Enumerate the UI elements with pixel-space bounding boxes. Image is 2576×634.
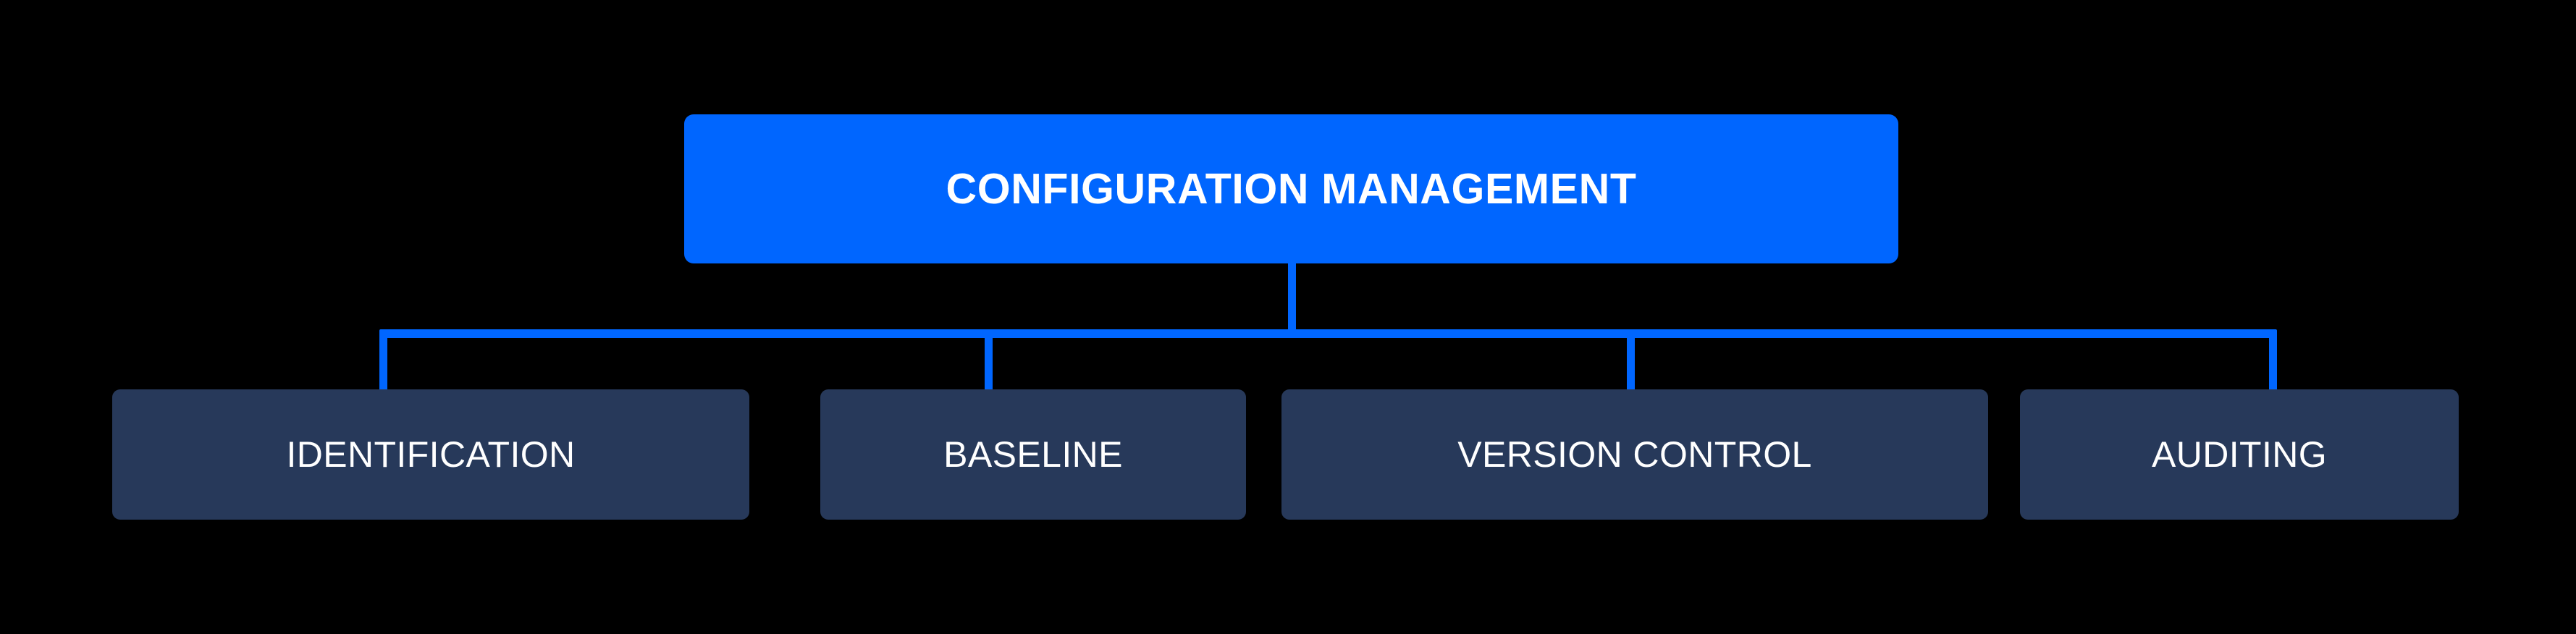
child-node-label: VERSION CONTROL — [1457, 434, 1812, 475]
child-node-version-control[interactable]: VERSION CONTROL — [1281, 389, 1988, 520]
connector-drop-version-control — [1627, 333, 1635, 392]
root-node-label: CONFIGURATION MANAGEMENT — [946, 164, 1637, 213]
child-node-identification[interactable]: IDENTIFICATION — [112, 389, 749, 520]
child-node-label: AUDITING — [2151, 434, 2328, 475]
connector-drop-identification — [379, 333, 387, 392]
connector-drop-auditing — [2269, 333, 2277, 392]
root-node-configuration-management[interactable]: CONFIGURATION MANAGEMENT — [684, 114, 1898, 263]
child-node-baseline[interactable]: BASELINE — [820, 389, 1246, 520]
child-nodes-row: IDENTIFICATION BASELINE VERSION CONTROL … — [0, 389, 2576, 520]
child-node-auditing[interactable]: AUDITING — [2020, 389, 2459, 520]
connector-horizontal-trunk — [379, 329, 2277, 338]
connector-root-stem — [1288, 263, 1296, 332]
child-node-label: BASELINE — [943, 434, 1123, 475]
connector-drop-baseline — [985, 333, 993, 392]
child-node-label: IDENTIFICATION — [286, 434, 576, 475]
